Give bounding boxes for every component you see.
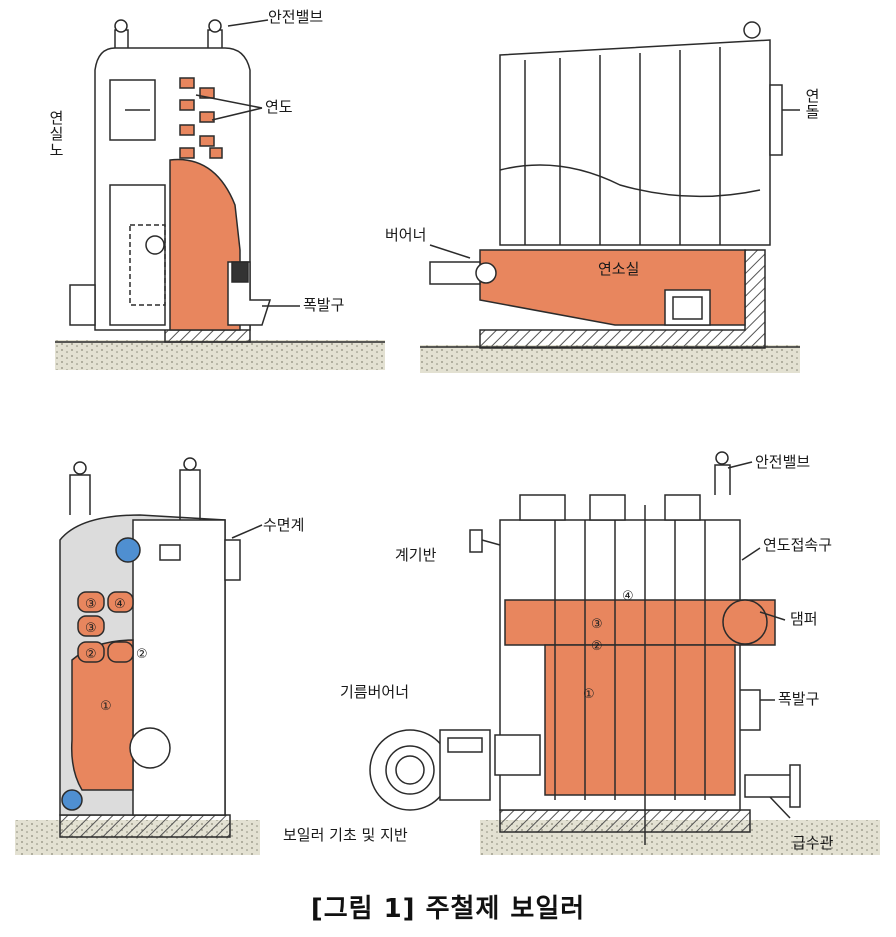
label-safety-valve-bottom: 안전밸브	[755, 453, 811, 471]
side-view-top-right	[420, 21, 800, 373]
section-view-bottom-left: ③ ④ ③ ② ② ①	[15, 457, 263, 855]
section-view-bottom-right: ④ ③ ② ①	[369, 451, 880, 855]
svg-text:①: ①	[583, 687, 595, 702]
front-view-top-left	[55, 19, 385, 370]
label-chimney: 연돌	[803, 88, 821, 120]
label-explosion-port-bottom: 폭발구	[778, 690, 820, 708]
label-oil-burner: 기름버어너	[340, 683, 410, 701]
svg-text:③: ③	[85, 597, 97, 612]
label-water-gauge: 수면계	[263, 516, 305, 534]
svg-text:③: ③	[591, 617, 603, 632]
figure-caption: [그림 1] 주철제 보일러	[310, 894, 586, 924]
label-safety-valve-top: 안전밸브	[268, 8, 324, 26]
label-smoke-chamber: 연실노	[47, 110, 65, 158]
svg-text:④: ④	[114, 597, 126, 612]
label-flue: 연도	[265, 98, 293, 116]
svg-text:②: ②	[136, 647, 148, 662]
svg-text:④: ④	[622, 589, 634, 604]
label-explosion-port-top: 폭발구	[303, 296, 345, 314]
label-foundation: 보일러 기초 및 지반	[283, 826, 408, 844]
cast-iron-boiler-illustration: ③ ④ ③ ② ② ①	[15, 19, 880, 855]
label-feed-pipe: 급수관	[792, 834, 834, 852]
svg-text:③: ③	[85, 621, 97, 636]
svg-text:②: ②	[85, 647, 97, 662]
label-flue-connector: 연도접속구	[763, 536, 833, 554]
label-gauge-panel: 계기반	[395, 546, 437, 564]
svg-text:②: ②	[591, 639, 603, 654]
svg-text:①: ①	[100, 699, 112, 714]
label-burner: 버어너	[385, 226, 427, 244]
label-combustion-chamber: 연소실	[598, 260, 640, 278]
label-damper: 댐퍼	[790, 610, 818, 628]
